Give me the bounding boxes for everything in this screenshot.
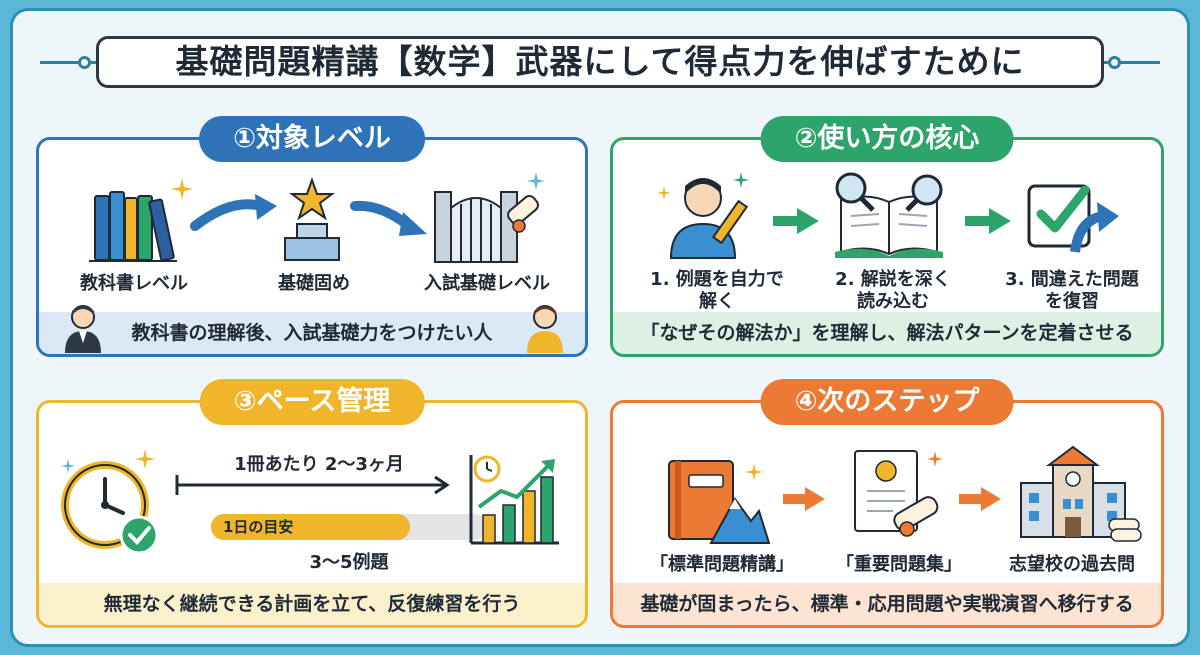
panel-footer: 基礎が固まったら、標準・応用問題や実戦演習へ移行する (613, 583, 1161, 625)
per-book-duration: 1冊あたり 2〜3ヶ月 (234, 454, 404, 475)
panel-heading: ②使い方の核心 (760, 116, 1014, 162)
sparkle-icon (657, 186, 671, 200)
title-area: 基礎問題精講【数学】武器にして得点力を伸ばすために (0, 32, 1200, 92)
panel-pace-management: ③ペース管理 1冊あたり 2〜3ヶ月 1日の目安 3〜5例題 (36, 379, 588, 628)
step-2-line2: 読み込む (857, 291, 929, 312)
books-icon (89, 191, 177, 262)
panel-next-step: ④次のステップ (610, 379, 1164, 628)
certificate-icon (854, 450, 939, 537)
sparkle-icon (61, 459, 75, 473)
arrow-right-icon (959, 487, 1001, 511)
book-mountain-icon (668, 460, 771, 544)
step-3-line1: 3. 間違えた問題 (1005, 269, 1139, 290)
panel-target-level: ①対象レベル 教科書レベル 基礎固め 入試基礎レベル (36, 116, 588, 357)
sparkle-icon (927, 451, 943, 467)
arrow-right-icon (965, 208, 1011, 234)
daily-goal-label: 1日の目安 (223, 518, 294, 536)
arrow-right-icon (773, 208, 819, 234)
sparkle-icon (733, 172, 749, 188)
step-1-line1: 1. 例題を自力で (650, 269, 784, 290)
panel-heading: ③ペース管理 (199, 379, 425, 425)
sparkle-icon (745, 463, 763, 481)
teacher-avatar-icon (65, 305, 101, 353)
growth-chart-icon (469, 455, 559, 545)
panel-core-usage: ②使い方の核心 1. 例題を自力で 解く 2. 解 (610, 116, 1164, 357)
gate-diploma-icon (434, 191, 539, 263)
step-entrance-level: 入試基礎レベル (424, 273, 550, 294)
check-redo-icon (1027, 184, 1119, 253)
panel-footer: 無理なく継続できる計画を立て、反復練習を行う (39, 583, 585, 625)
daily-goal-bar: 1日の目安 (211, 514, 487, 540)
next-past-exams: 志望校の過去問 (1009, 554, 1135, 575)
next-standard-problems: 「標準問題精講」 (650, 554, 794, 575)
student-pencil-icon (669, 178, 749, 259)
title-dot-left (78, 56, 91, 69)
page-title: 基礎問題精講【数学】武器にして得点力を伸ばすために (96, 36, 1104, 88)
step-textbook-level: 教科書レベル (80, 273, 188, 294)
sparkle-icon (171, 178, 193, 200)
timeline-arrow-icon (175, 475, 450, 495)
step-foundation: 基礎固め (278, 273, 350, 294)
clock-check-icon (61, 461, 159, 555)
daily-goal-fill (211, 514, 410, 540)
school-building-icon (1020, 445, 1142, 542)
title-dot-right (1108, 56, 1121, 69)
panel-heading: ①対象レベル (199, 116, 425, 162)
step-1-line2: 解く (699, 291, 735, 312)
daily-goal-value: 3〜5例題 (309, 552, 389, 573)
title-line-right (1104, 61, 1160, 64)
sparkle-icon (527, 172, 545, 190)
arrow-right-icon (190, 194, 277, 231)
title-line-left (40, 61, 96, 64)
next-important-problems: 「重要問題集」 (836, 554, 962, 575)
step-2-line1: 2. 解説を深く (835, 269, 951, 290)
podium-star-icon (284, 177, 340, 261)
book-magnifier-icon (835, 172, 943, 258)
arrow-right-icon (783, 487, 825, 511)
student-avatar-icon (527, 305, 563, 353)
sparkle-icon (135, 449, 155, 469)
panel-footer: 教科書の理解後、入試基礎力をつけたい人 (39, 312, 585, 354)
step-3-line2: を復習 (1045, 291, 1099, 312)
arrow-right-icon (350, 200, 427, 236)
panel-heading: ④次のステップ (760, 379, 1014, 425)
panel-footer: 「なぜその解法か」を理解し、解法パターンを定着させる (613, 312, 1161, 354)
